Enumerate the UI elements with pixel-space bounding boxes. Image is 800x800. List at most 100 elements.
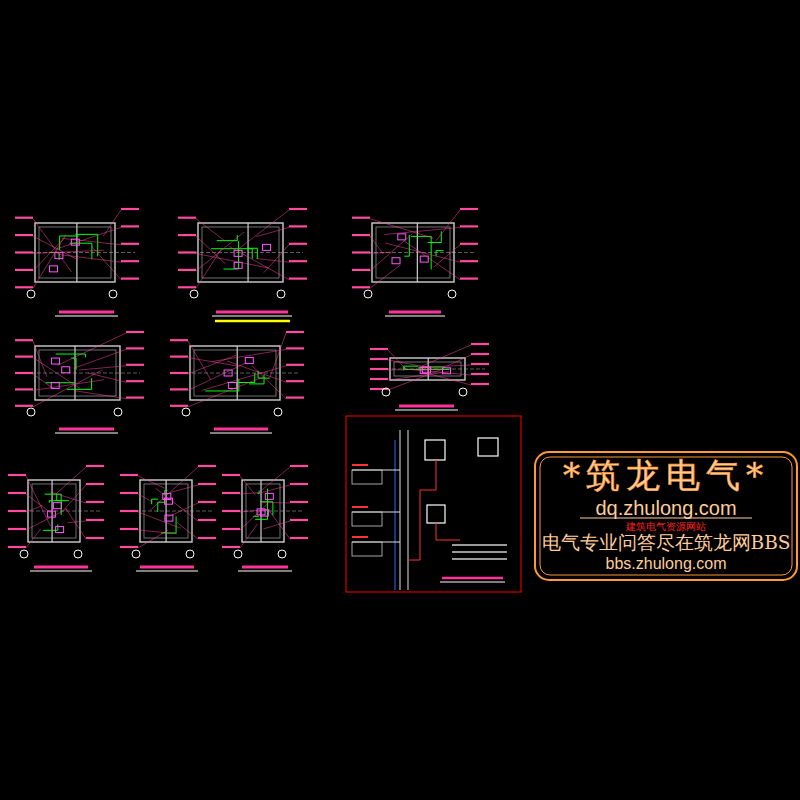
note-mark (352, 217, 370, 219)
note-mark (15, 405, 33, 407)
note-mark (120, 474, 138, 476)
note-mark (198, 465, 216, 467)
leader-line (384, 227, 460, 234)
leader-line (164, 503, 198, 519)
axis-bubble (364, 290, 372, 298)
leader-line (257, 259, 289, 263)
leader-line (261, 502, 290, 504)
note-mark (471, 383, 489, 385)
note-mark (222, 492, 240, 494)
note-mark (352, 506, 368, 508)
note-mark (126, 397, 144, 399)
axis-bubble (190, 290, 198, 298)
leader-line (237, 210, 289, 250)
ground-wire (408, 460, 436, 560)
axis-bubble (114, 408, 122, 416)
equipment-symbol (263, 244, 271, 250)
leader-line (227, 361, 286, 382)
watermark-text: bbs.zhulong.com (540, 555, 792, 573)
leader-line (388, 372, 449, 380)
leader-line (33, 380, 104, 391)
note-mark (8, 546, 26, 548)
note-mark (460, 260, 478, 262)
caption-underline (30, 570, 92, 571)
note-mark (120, 528, 138, 530)
leader-line (252, 366, 286, 399)
leader-line (269, 333, 286, 379)
note-mark (286, 380, 304, 382)
wall (35, 346, 120, 400)
panel-border (535, 452, 797, 580)
caption-mark (140, 566, 194, 569)
note-mark (86, 501, 104, 503)
leader-line (33, 219, 72, 272)
caption-underline (385, 315, 445, 316)
caption-underline (55, 315, 118, 316)
equipment-symbol (260, 510, 268, 516)
axis-line (18, 511, 100, 512)
note-mark (289, 225, 307, 227)
note-mark (286, 347, 304, 349)
equipment-symbol (224, 370, 232, 376)
note-mark (370, 348, 388, 350)
watermark-panel: *筑龙电气*dq.zhulong.com建筑电气资源网站电气专业问答尽在筑龙网B… (540, 457, 792, 575)
note-mark (15, 217, 33, 219)
frame (346, 416, 521, 592)
note-mark (471, 373, 489, 375)
caption-mark (34, 566, 88, 569)
leader-line (370, 234, 412, 271)
note-mark (86, 519, 104, 521)
axis-line (25, 373, 140, 374)
leader-line (388, 350, 407, 370)
leader-line (59, 255, 121, 263)
wiring (224, 241, 239, 269)
box-detail (478, 438, 498, 456)
note-mark (471, 343, 489, 345)
watermark-text: dq.zhulong.com (540, 497, 792, 519)
floor-plan (222, 466, 308, 571)
note-mark (290, 501, 308, 503)
note-mark (15, 234, 33, 236)
beam (352, 542, 382, 556)
beam (352, 512, 382, 526)
floor-plan (120, 466, 216, 571)
note-mark (121, 208, 139, 210)
leader-line (138, 530, 168, 548)
axis-bubble (278, 550, 286, 558)
note-mark (86, 483, 104, 485)
note-mark (370, 368, 388, 370)
note-mark (286, 364, 304, 366)
axis-bubble (27, 408, 35, 416)
wiring (404, 235, 409, 256)
leader-line (33, 374, 53, 388)
floor-plan (15, 209, 139, 316)
leader-line (26, 476, 50, 526)
leader-line (188, 377, 264, 407)
leader-line (91, 246, 121, 279)
caption-mark (59, 311, 114, 314)
leader-line (68, 521, 86, 523)
leader-line (421, 372, 471, 385)
leader-line (370, 252, 391, 253)
axis-bubble (234, 550, 242, 558)
note-mark (178, 251, 196, 253)
caption-mark (389, 311, 441, 314)
equipment-symbol (234, 262, 242, 268)
wall-line (395, 440, 396, 590)
axis-line (188, 252, 303, 253)
wiring (227, 373, 254, 382)
note-mark (15, 372, 33, 374)
note-mark (460, 243, 478, 245)
wiring (161, 516, 176, 533)
leader-line (240, 493, 259, 494)
leader-line (33, 234, 66, 288)
leader-line (421, 345, 471, 366)
leader-line (177, 523, 198, 539)
note-mark (15, 269, 33, 271)
note-mark (121, 260, 139, 262)
leader-line (370, 265, 400, 288)
note-mark (170, 372, 188, 374)
ground-wire (436, 523, 460, 540)
wiring (436, 251, 443, 257)
floor-plan (15, 332, 144, 433)
